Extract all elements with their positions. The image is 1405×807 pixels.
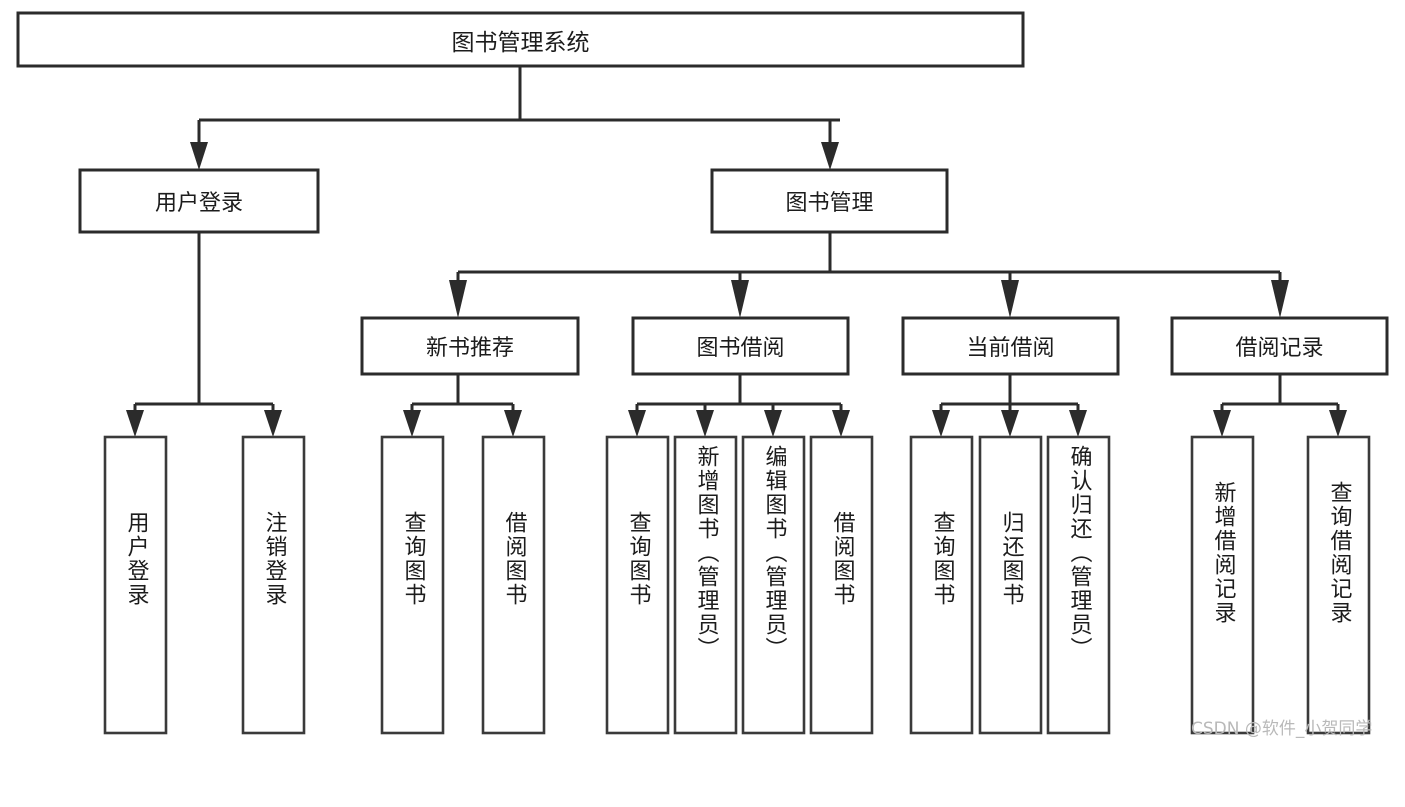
arrow-head-nb-leaf-2 bbox=[504, 410, 522, 437]
flowchart-canvas bbox=[16, 11, 1389, 735]
connector-group-book-borrow bbox=[628, 374, 850, 437]
box-leaf-confirm-return-admin[interactable] bbox=[1046, 435, 1111, 735]
arrow-head-borrow-record bbox=[1271, 280, 1289, 318]
box-leaf-query-book-2[interactable] bbox=[605, 435, 670, 735]
arrow-head-bb-leaf-1 bbox=[628, 410, 646, 437]
arrow-head-cb-leaf-2 bbox=[1001, 410, 1019, 437]
box-current-borrow[interactable] bbox=[901, 316, 1120, 376]
box-leaf-add-borrow-record[interactable] bbox=[1190, 435, 1255, 735]
arrow-head-bb-leaf-4 bbox=[832, 410, 850, 437]
box-leaf-borrow-book-2[interactable] bbox=[809, 435, 874, 735]
arrow-head-br-leaf-1 bbox=[1213, 410, 1231, 437]
arrow-head-user-login bbox=[190, 142, 208, 170]
connector-group-current-borrow bbox=[932, 374, 1087, 437]
box-leaf-query-book-3[interactable] bbox=[909, 435, 974, 735]
arrow-head-cb-leaf-1 bbox=[932, 410, 950, 437]
box-leaf-logout[interactable] bbox=[241, 435, 306, 735]
connector-group-new-book bbox=[403, 374, 522, 437]
box-leaf-add-book-admin[interactable] bbox=[673, 435, 738, 735]
connector-group-borrow-record bbox=[1213, 374, 1347, 437]
arrow-head-br-leaf-2 bbox=[1329, 410, 1347, 437]
box-book-management[interactable] bbox=[710, 168, 949, 234]
box-leaf-query-book-1[interactable] bbox=[380, 435, 445, 735]
connector-group-user-login bbox=[126, 232, 282, 437]
arrow-head-leaf-user-login bbox=[126, 410, 144, 437]
arrow-head-current-borrow bbox=[1001, 280, 1019, 318]
connector-group-book-mgmt bbox=[449, 232, 1289, 318]
arrow-head-cb-leaf-3 bbox=[1069, 410, 1087, 437]
box-root-library-system[interactable] bbox=[16, 11, 1025, 68]
arrow-head-book-mgmt bbox=[821, 142, 839, 170]
box-borrow-record[interactable] bbox=[1170, 316, 1389, 376]
box-leaf-borrow-book-1[interactable] bbox=[481, 435, 546, 735]
box-leaf-query-borrow-record[interactable] bbox=[1306, 435, 1371, 735]
box-leaf-user-login[interactable] bbox=[103, 435, 168, 735]
arrow-head-new-book bbox=[449, 280, 467, 318]
flowchart-diagram: 图书管理系统 用户登录 图书管理 新书推荐 图书借阅 当前借阅 借阅记录 用户登… bbox=[16, 11, 1389, 739]
box-book-borrow[interactable] bbox=[631, 316, 850, 376]
arrow-head-bb-leaf-3 bbox=[764, 410, 782, 437]
arrow-head-leaf-logout bbox=[264, 410, 282, 437]
box-new-book-recommend[interactable] bbox=[360, 316, 580, 376]
box-leaf-edit-book-admin[interactable] bbox=[741, 435, 806, 735]
box-user-login[interactable] bbox=[78, 168, 320, 234]
connector-group-root bbox=[190, 66, 840, 170]
arrow-head-nb-leaf-1 bbox=[403, 410, 421, 437]
arrow-head-bb-leaf-2 bbox=[696, 410, 714, 437]
arrow-head-book-borrow bbox=[731, 280, 749, 318]
box-leaf-return-book[interactable] bbox=[978, 435, 1043, 735]
